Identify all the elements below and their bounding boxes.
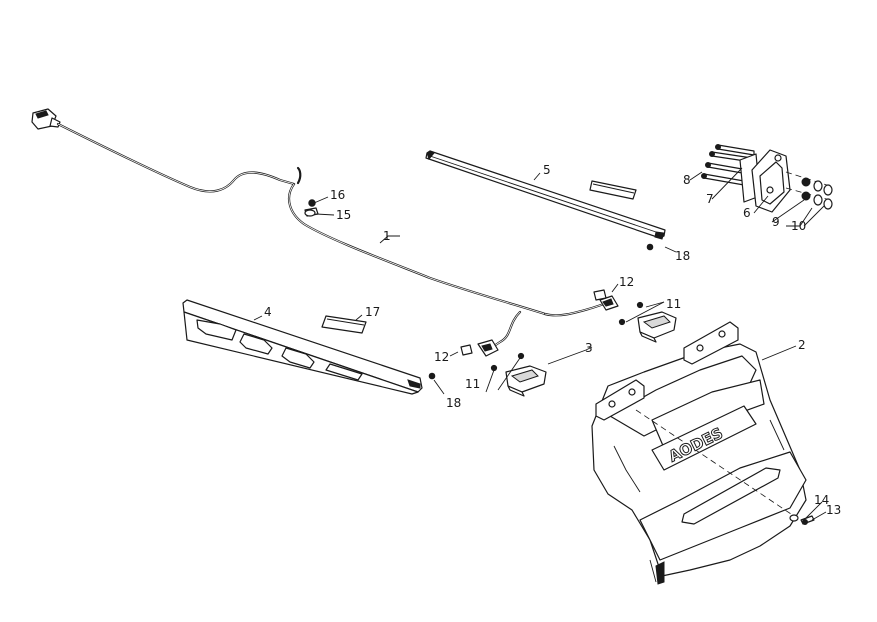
adhesive-pad-upper	[589, 180, 637, 200]
mounting-bracket-assembly	[701, 144, 833, 213]
clip-12-lower	[460, 344, 473, 356]
screws-11	[490, 301, 644, 372]
callout-18-lower: 18	[446, 396, 461, 410]
washer-14	[789, 514, 799, 522]
callout-3: 3	[585, 341, 593, 355]
adhesive-pad-17	[321, 315, 367, 334]
callout-2: 2	[798, 338, 806, 352]
side-plate	[182, 299, 423, 395]
light-unit-lower	[505, 365, 547, 397]
screw-13	[800, 515, 815, 525]
callout-1: 1	[383, 229, 391, 243]
callout-12-upper: 12	[619, 275, 634, 289]
callout-17: 17	[365, 305, 380, 319]
front-panel	[591, 321, 807, 585]
callout-7: 7	[706, 192, 714, 206]
callout-11-lower: 11	[465, 377, 480, 391]
callout-9: 9	[772, 215, 780, 229]
callout-16: 16	[330, 188, 345, 202]
callout-11-upper: 11	[666, 297, 681, 311]
wiring-harness	[31, 108, 619, 357]
callout-12-lower: 12	[434, 350, 449, 364]
callout-8: 8	[683, 173, 691, 187]
leader-lines	[253, 167, 827, 521]
callout-5: 5	[543, 163, 551, 177]
callout-6: 6	[743, 206, 751, 220]
callout-14: 14	[814, 493, 829, 507]
screw-18-lower	[428, 372, 436, 380]
callout-labels: 1 2 3 4 5 6 7 8 9 10 11 11 12 12 13 14 1…	[264, 163, 841, 517]
callout-10: 10	[791, 219, 806, 233]
callout-13: 13	[826, 503, 841, 517]
callout-18-upper: 18	[675, 249, 690, 263]
screw-18-upper	[646, 243, 654, 251]
callout-15: 15	[336, 208, 351, 222]
clip-12-upper	[593, 289, 607, 301]
long-trim-bar	[425, 150, 666, 240]
callout-4: 4	[264, 305, 272, 319]
clip-15	[304, 209, 316, 217]
light-unit-upper	[637, 311, 677, 343]
screw-16	[308, 199, 316, 207]
